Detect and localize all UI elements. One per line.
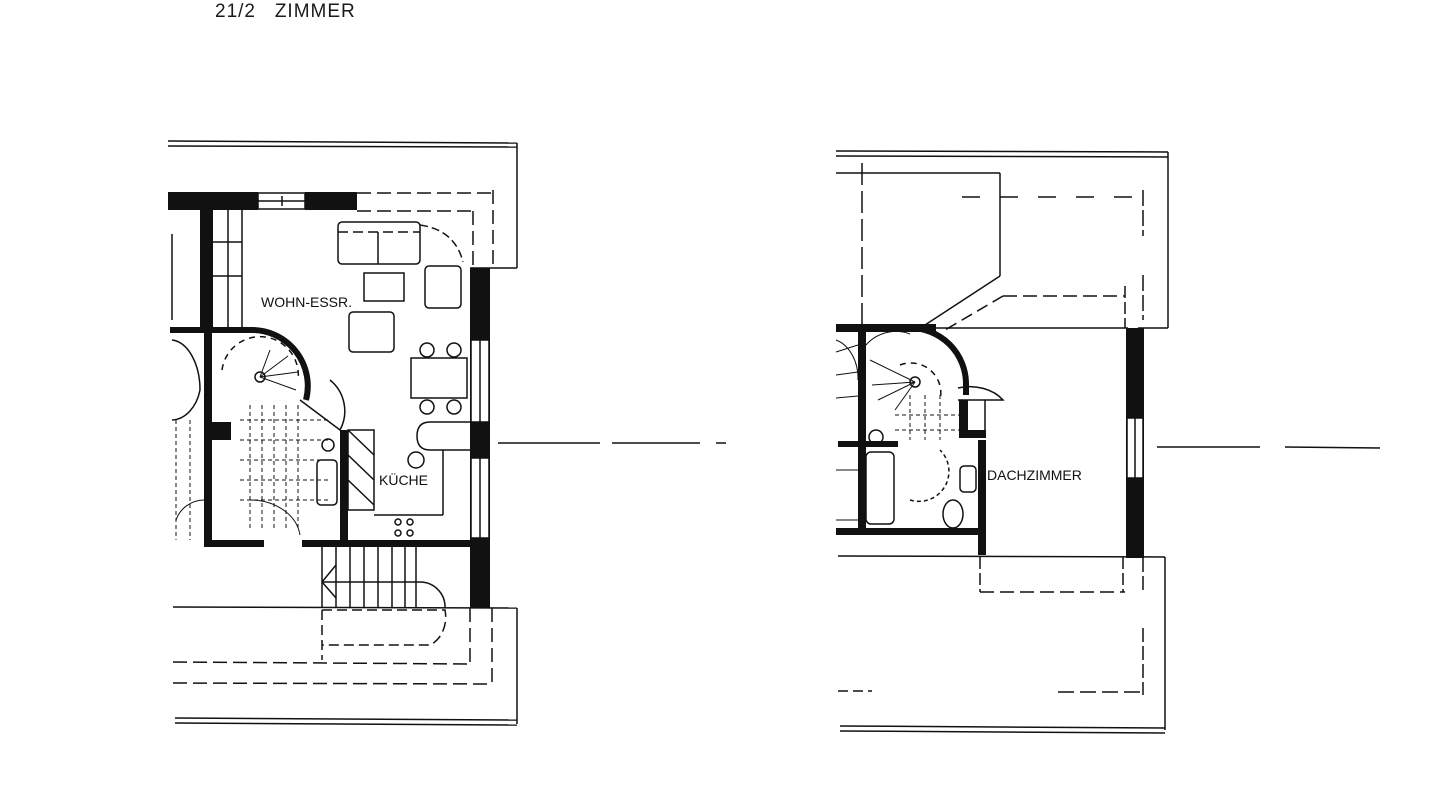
room-label-kueche: KÜCHE [379, 471, 428, 488]
room-label-dachzimmer: DACHZIMMER [987, 467, 1082, 483]
upper-floor-plan [835, 150, 1169, 734]
lower-floor-plan [167, 140, 518, 726]
document-title: 21/2 ZIMMER [215, 1, 356, 22]
room-label-wohn-essraum: WOHN-ESSR. [261, 294, 352, 310]
